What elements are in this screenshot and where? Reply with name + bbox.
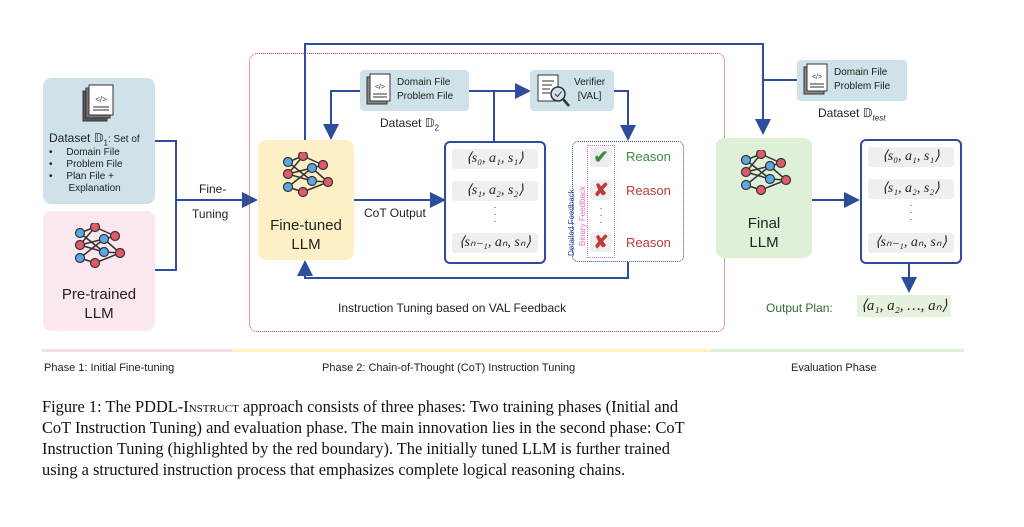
final-llm-box: Final LLM [716,138,812,258]
verifier-box: Verifier [VAL] [530,70,614,111]
ellipsis: ··· [493,202,497,227]
phase3-label: Evaluation Phase [791,362,877,374]
finetuning-label-2: Tuning [192,207,229,221]
feedback-reason: Reason [626,235,671,250]
code-file-icon: </> [803,63,828,95]
arrow-finetuned-to-final [304,43,771,140]
arrow-verifier-to-feedback [614,90,636,141]
svg-text:</>: </> [95,95,107,104]
dataset2-files: Domain File Problem File [397,77,454,102]
cross-icon: ✘ [590,232,612,252]
caption-line: CoT Instruction Tuning) and evaluation p… [42,418,685,437]
verifier-label: Verifier [VAL] [574,77,606,102]
tuple-item: ⟨sₙ₋₁, aₙ, sₙ⟩ [452,233,538,253]
dataset-test-files: Domain File Problem File [834,67,891,92]
cot-tuples-box: ⟨s₀, a₁, s₁⟩ ⟨s₁, a₂, s₂⟩ ··· ⟨sₙ₋₁, aₙ,… [444,141,546,264]
caption-line: Figure 1: The PDDL-Instruct approach con… [42,397,679,416]
document-stack-icon: </> [82,84,114,122]
cot-output-label: CoT Output [364,206,426,220]
svg-text:</>: </> [375,84,385,91]
tuple-item: ⟨s₀, a₁, s₁⟩ [452,149,538,169]
feedback-reason: Reason [626,149,671,164]
dataset1-items: • Domain File • Problem File • Plan File… [49,147,123,194]
output-plan-value: ⟨a₁, a₂, …, aₙ⟩ [857,295,952,317]
phase1-bar [42,349,232,352]
final-llm-label: Final LLM [747,215,781,251]
detailed-feedback-frame [572,141,684,262]
verifier-magnifier-icon [537,74,570,107]
caption-line: using a structured instruction process t… [42,460,626,479]
phase2-label: Phase 2: Chain-of-Thought (CoT) Instruct… [322,362,576,374]
neural-network-icon [740,150,792,196]
arrow-dataset1-to-merge [155,140,177,220]
final-tuples-box: ⟨s₀, a₁, s₁⟩ ⟨s₁, a₂, s₂⟩ ··· ⟨sₙ₋₁, aₙ,… [860,139,962,264]
detailed-feedback-label: Detailed Feedback [567,189,576,256]
cross-icon: ✘ [590,180,612,200]
output-plan-label: Output Plan: [766,301,833,315]
check-icon: ✔ [590,147,612,167]
feedback-reason: Reason [626,183,671,198]
dataset1-box: </> Dataset 𝔻1: Set of • Domain File • P… [43,78,155,204]
dataset-test-label: Dataset 𝔻test [818,106,886,123]
code-file-icon: </> [366,73,391,105]
dataset-test-box: </> Domain File Problem File [797,60,907,101]
finetuned-llm-box: Fine-tuned LLM [258,140,354,260]
figure-caption: Figure 1: The PDDL-Instruct approach con… [42,396,982,480]
dataset1-title: Dataset 𝔻1: Set of [49,131,140,148]
instruction-tuning-loop-label: Instruction Tuning based on VAL Feedback [338,301,567,315]
tuple-item: ⟨s₁, a₂, s₂⟩ [452,181,538,201]
dataset2-box: </> Domain File Problem File [360,70,469,111]
binary-feedback-label: Binary Feedback [578,185,587,246]
caption-line: Instruction Tuning (highlighted by the r… [42,439,670,458]
neural-network-icon [282,152,334,198]
pretrained-llm-label: Pre-trained LLM [61,286,137,322]
phase2-bar [232,349,710,352]
ellipsis: ··· [599,203,603,228]
arrow-feedback-loop [297,260,629,279]
finetuning-label-1: Fine- [199,182,227,196]
phase3-bar [710,349,964,352]
svg-text:</>: </> [812,74,822,81]
phase1-label: Phase 1: Initial Fine-tuning [44,362,175,374]
ellipsis: ··· [909,200,913,225]
neural-network-icon [74,223,126,269]
binary-feedback-frame [587,145,615,258]
dataset2-label: Dataset 𝔻2 [380,116,439,133]
tuple-item: ⟨s₀, a₁, s₁⟩ [868,147,954,167]
pretrained-llm-box: Pre-trained LLM [43,211,155,331]
finetuned-llm-label: Fine-tuned LLM [270,217,342,253]
tuple-item: ⟨sₙ₋₁, aₙ, sₙ⟩ [868,233,954,253]
tuple-item: ⟨s₁, a₂, s₂⟩ [868,179,954,199]
arrow-pretrained-to-merge [155,220,177,271]
arrow-dataset2-to-finetuned [323,90,360,140]
